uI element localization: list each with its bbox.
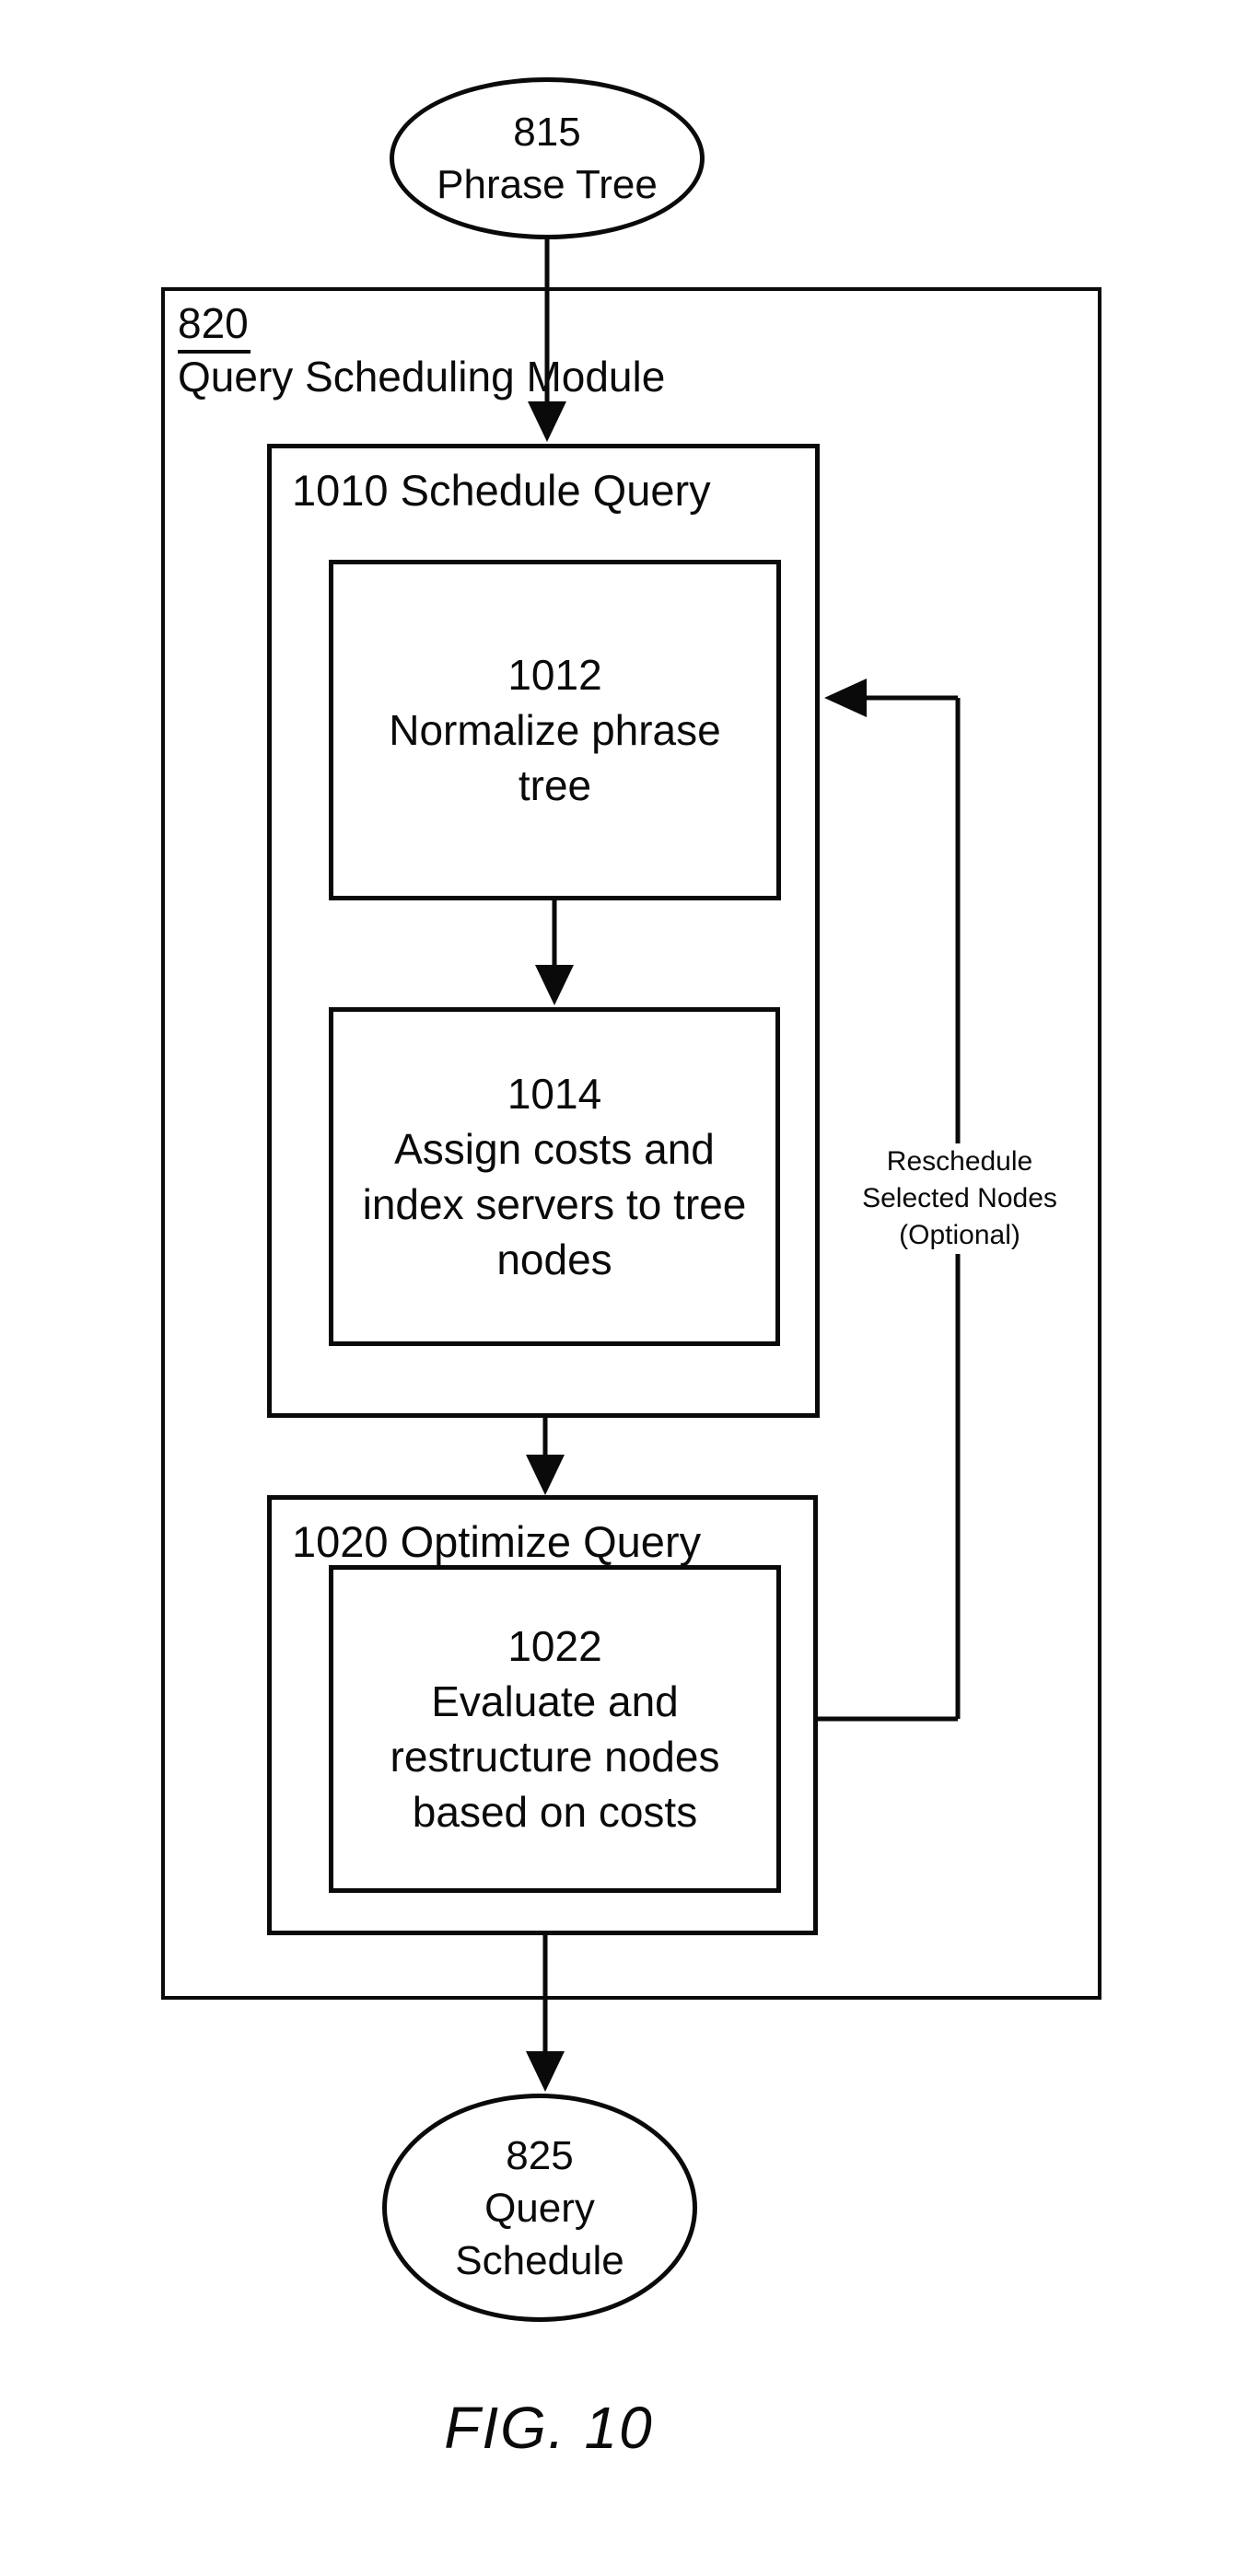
feedback-line-1: Reschedule bbox=[886, 1146, 1033, 1177]
evaluate-ref: 1022 bbox=[507, 1622, 602, 1670]
box-optimize-query: 1020 Optimize Query bbox=[267, 1495, 818, 1935]
assign-line-1: Assign costs and bbox=[394, 1125, 715, 1173]
phrase-tree-label: Phrase Tree bbox=[437, 162, 658, 207]
figure-caption: FIG. 10 bbox=[444, 2395, 654, 2461]
evaluate-line-1: Evaluate and bbox=[431, 1677, 679, 1725]
normalize-line-1: Normalize phrase bbox=[389, 706, 721, 754]
phrase-tree-ref: 815 bbox=[513, 110, 581, 155]
box-evaluate-restructure: 1022 Evaluate and restructure nodes base… bbox=[329, 1565, 781, 1893]
query-schedule-line-2: Schedule bbox=[455, 2237, 624, 2283]
assign-line-2: index servers to tree bbox=[362, 1180, 747, 1228]
normalize-line-2: tree bbox=[518, 761, 592, 809]
schedule-query-title: 1010 Schedule Query bbox=[292, 466, 711, 515]
box-schedule-query: 1010 Schedule Query bbox=[267, 444, 820, 1418]
feedback-line-3: (Optional) bbox=[899, 1220, 1020, 1250]
node-query-schedule: 825 Query Schedule bbox=[382, 2094, 697, 2322]
box-normalize-phrase-tree: 1012 Normalize phrase tree bbox=[329, 560, 781, 900]
feedback-line-2: Selected Nodes bbox=[862, 1183, 1057, 1213]
query-schedule-line-1: Query bbox=[484, 2185, 595, 2231]
evaluate-line-2: restructure nodes bbox=[390, 1733, 720, 1781]
module-title: Query Scheduling Module bbox=[178, 353, 666, 400]
evaluate-line-3: based on costs bbox=[412, 1788, 698, 1836]
assign-line-3: nodes bbox=[496, 1236, 612, 1283]
normalize-ref: 1012 bbox=[507, 651, 602, 699]
feedback-annotation: Reschedule Selected Nodes (Optional) bbox=[840, 1143, 1079, 1254]
box-assign-costs: 1014 Assign costs and index servers to t… bbox=[329, 1007, 780, 1346]
box-query-scheduling-module: 820 Query Scheduling Module bbox=[161, 287, 1101, 2000]
module-ref: 820 bbox=[178, 300, 251, 354]
optimize-query-title: 1020 Optimize Query bbox=[292, 1517, 702, 1566]
query-schedule-ref: 825 bbox=[506, 2132, 574, 2178]
node-phrase-tree: 815 Phrase Tree bbox=[390, 77, 705, 239]
assign-ref: 1014 bbox=[507, 1070, 602, 1118]
